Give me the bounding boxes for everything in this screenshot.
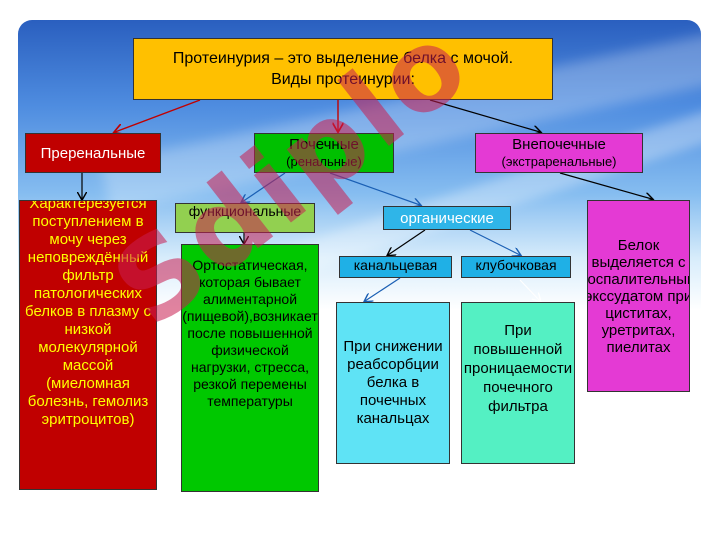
arrow-organic-to-glomerular — [469, 229, 520, 255]
glomerular-box: клубочковая — [461, 256, 571, 278]
prerenal-description-box: Характерезуется поступлением в мочу чере… — [19, 200, 157, 490]
functional-description: Ортостатическая, которая бывает алимента… — [182, 257, 318, 409]
functional-box: функциональные — [175, 203, 315, 233]
renal-sublabel: (ренальные) — [286, 154, 362, 169]
arrow-renal-to-functional — [242, 172, 286, 202]
organic-box: органические — [383, 206, 511, 230]
arrow-glomerular-to-desc — [519, 279, 540, 301]
arrow-extrarenal-to-desc — [559, 172, 652, 199]
organic-label: органические — [400, 209, 494, 227]
renal-category-box: Почечные (ренальные) — [254, 133, 394, 173]
arrow-title-to-extrarenal — [429, 99, 540, 132]
glomerular-description-box: При повышенной проницаемости почечного ф… — [461, 302, 575, 464]
extrarenal-label: Внепочечные — [512, 136, 606, 153]
tubular-box: канальцевая — [339, 256, 452, 278]
extrarenal-description-box: Белок выделяется с воспалительным экссуд… — [587, 200, 690, 392]
extrarenal-sublabel: (экстраренальные) — [501, 154, 617, 169]
functional-description-box: Ортостатическая, которая бывает алимента… — [181, 244, 319, 492]
extrarenal-category-box: Внепочечные (экстраренальные) — [475, 133, 643, 173]
title-line-1: Протеинурия – это выделение белка с мочо… — [172, 50, 514, 67]
functional-label: функциональные — [188, 203, 302, 219]
tubular-label: канальцевая — [353, 257, 438, 273]
title-line-2: Виды протеинурии: — [271, 71, 415, 88]
arrow-renal-to-organic — [329, 172, 420, 205]
prerenal-category-box: Преренальные — [25, 133, 161, 173]
title-box: Протеинурия – это выделение белка с мочо… — [133, 38, 553, 100]
tubular-description-box: При снижении реабсорбции белка в почечны… — [336, 302, 450, 464]
glomerular-label: клубочковая — [475, 257, 557, 273]
renal-label: Почечные — [289, 136, 359, 153]
prerenal-label: Преренальные — [40, 144, 146, 162]
tubular-description: При снижении реабсорбции белка в почечны… — [343, 338, 443, 427]
glomerular-description: При повышенной проницаемости почечного ф… — [463, 322, 573, 415]
arrow-title-to-prerenal — [115, 99, 201, 132]
prerenal-description: Характерезуется поступлением в мочу чере… — [25, 200, 151, 428]
arrow-organic-to-tubular — [388, 229, 426, 255]
arrow-tubular-to-desc — [365, 277, 401, 301]
extrarenal-description: Белок выделяется с воспалительным экссуд… — [587, 236, 690, 356]
